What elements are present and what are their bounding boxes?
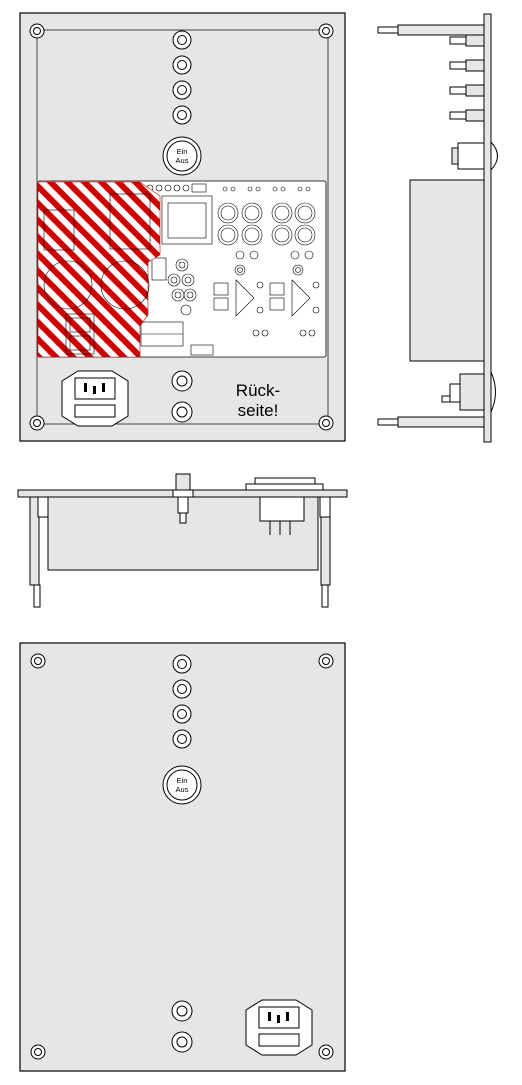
- switch-label-off: Aus: [176, 785, 189, 794]
- side-panel-plate: [483, 13, 492, 443]
- side-mount-top: [397, 24, 485, 36]
- side-mount-bottom: [397, 416, 485, 428]
- corner-screw: [30, 653, 46, 669]
- pcb-board: [37, 180, 327, 358]
- hatched-keepout-area: [37, 181, 161, 358]
- top-view: [17, 473, 348, 608]
- jack-socket: [172, 729, 192, 749]
- corner-screw: [318, 23, 334, 39]
- lower-jack: [171, 1031, 193, 1053]
- switch-label-on: Ein: [177, 147, 188, 156]
- jack-socket: [172, 105, 192, 125]
- jack-socket: [172, 80, 192, 100]
- corner-screw: [318, 653, 334, 669]
- jack-socket: [172, 704, 192, 724]
- corner-screw: [318, 1044, 334, 1060]
- power-switch: Ein Aus: [162, 136, 202, 176]
- jack-socket: [172, 679, 192, 699]
- lower-jack: [171, 1000, 193, 1022]
- switch-label-on: Ein: [177, 776, 188, 785]
- side-transformer-box: [409, 179, 485, 362]
- lower-jack: [171, 370, 193, 392]
- front-panel-inner-outline: [36, 29, 329, 425]
- jack-socket: [172, 654, 192, 674]
- corner-screw: [30, 1044, 46, 1060]
- jack-socket: [172, 30, 192, 50]
- side-view: [377, 13, 498, 443]
- corner-screw: [29, 23, 45, 39]
- jack-socket: [172, 55, 192, 75]
- iec-mains-socket: [245, 999, 313, 1056]
- switch-label-off: Aus: [176, 156, 189, 165]
- front-view-with-pcb: Ein Aus: [19, 12, 346, 442]
- power-switch: Ein Aus: [162, 765, 202, 805]
- iec-mains-socket: [61, 370, 129, 427]
- front-view-outer: Ein Aus: [19, 642, 346, 1072]
- rear-side-note-line1: Rück-: [236, 381, 280, 400]
- corner-screw: [318, 415, 334, 431]
- rear-side-note-line2: seite!: [238, 401, 279, 420]
- corner-screw: [29, 415, 45, 431]
- lower-jack: [171, 401, 193, 423]
